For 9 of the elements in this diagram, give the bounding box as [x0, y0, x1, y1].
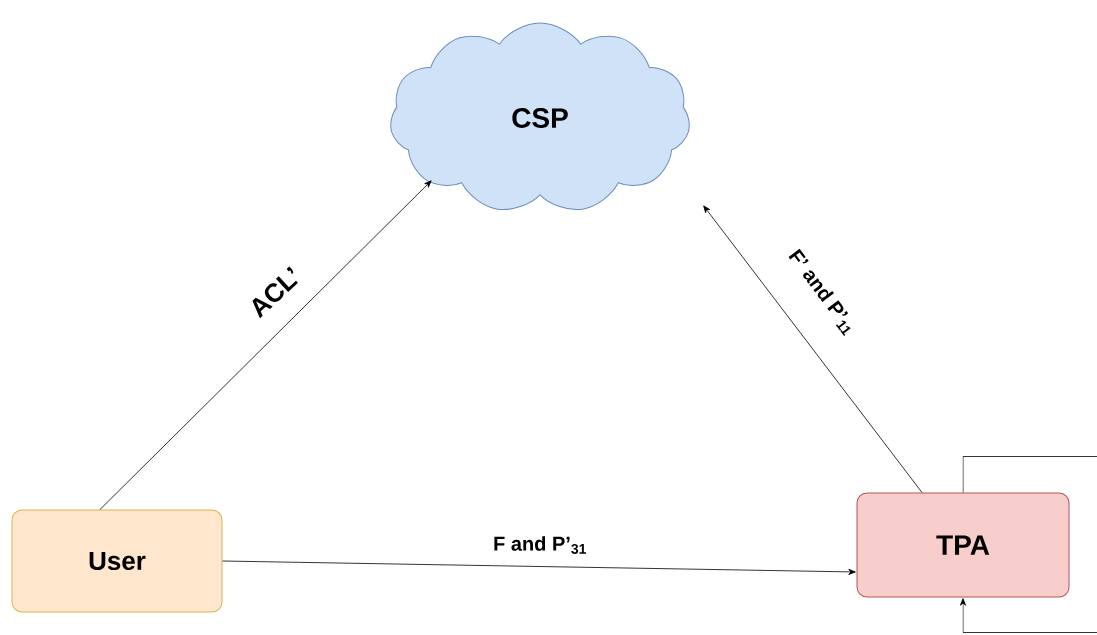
arrow	[703, 205, 923, 493]
edge-label: F and P’$_{31}$	[492, 535, 588, 555]
entity-box: TPA	[856, 492, 1070, 598]
arrow	[222, 560, 856, 575]
cloud-node: CSP	[390, 22, 690, 211]
edge-label: F’ and P’$_{11}$	[783, 245, 861, 339]
loop-arrow	[960, 456, 1097, 633]
arrow	[99, 180, 432, 510]
entity-box: User	[11, 509, 223, 613]
